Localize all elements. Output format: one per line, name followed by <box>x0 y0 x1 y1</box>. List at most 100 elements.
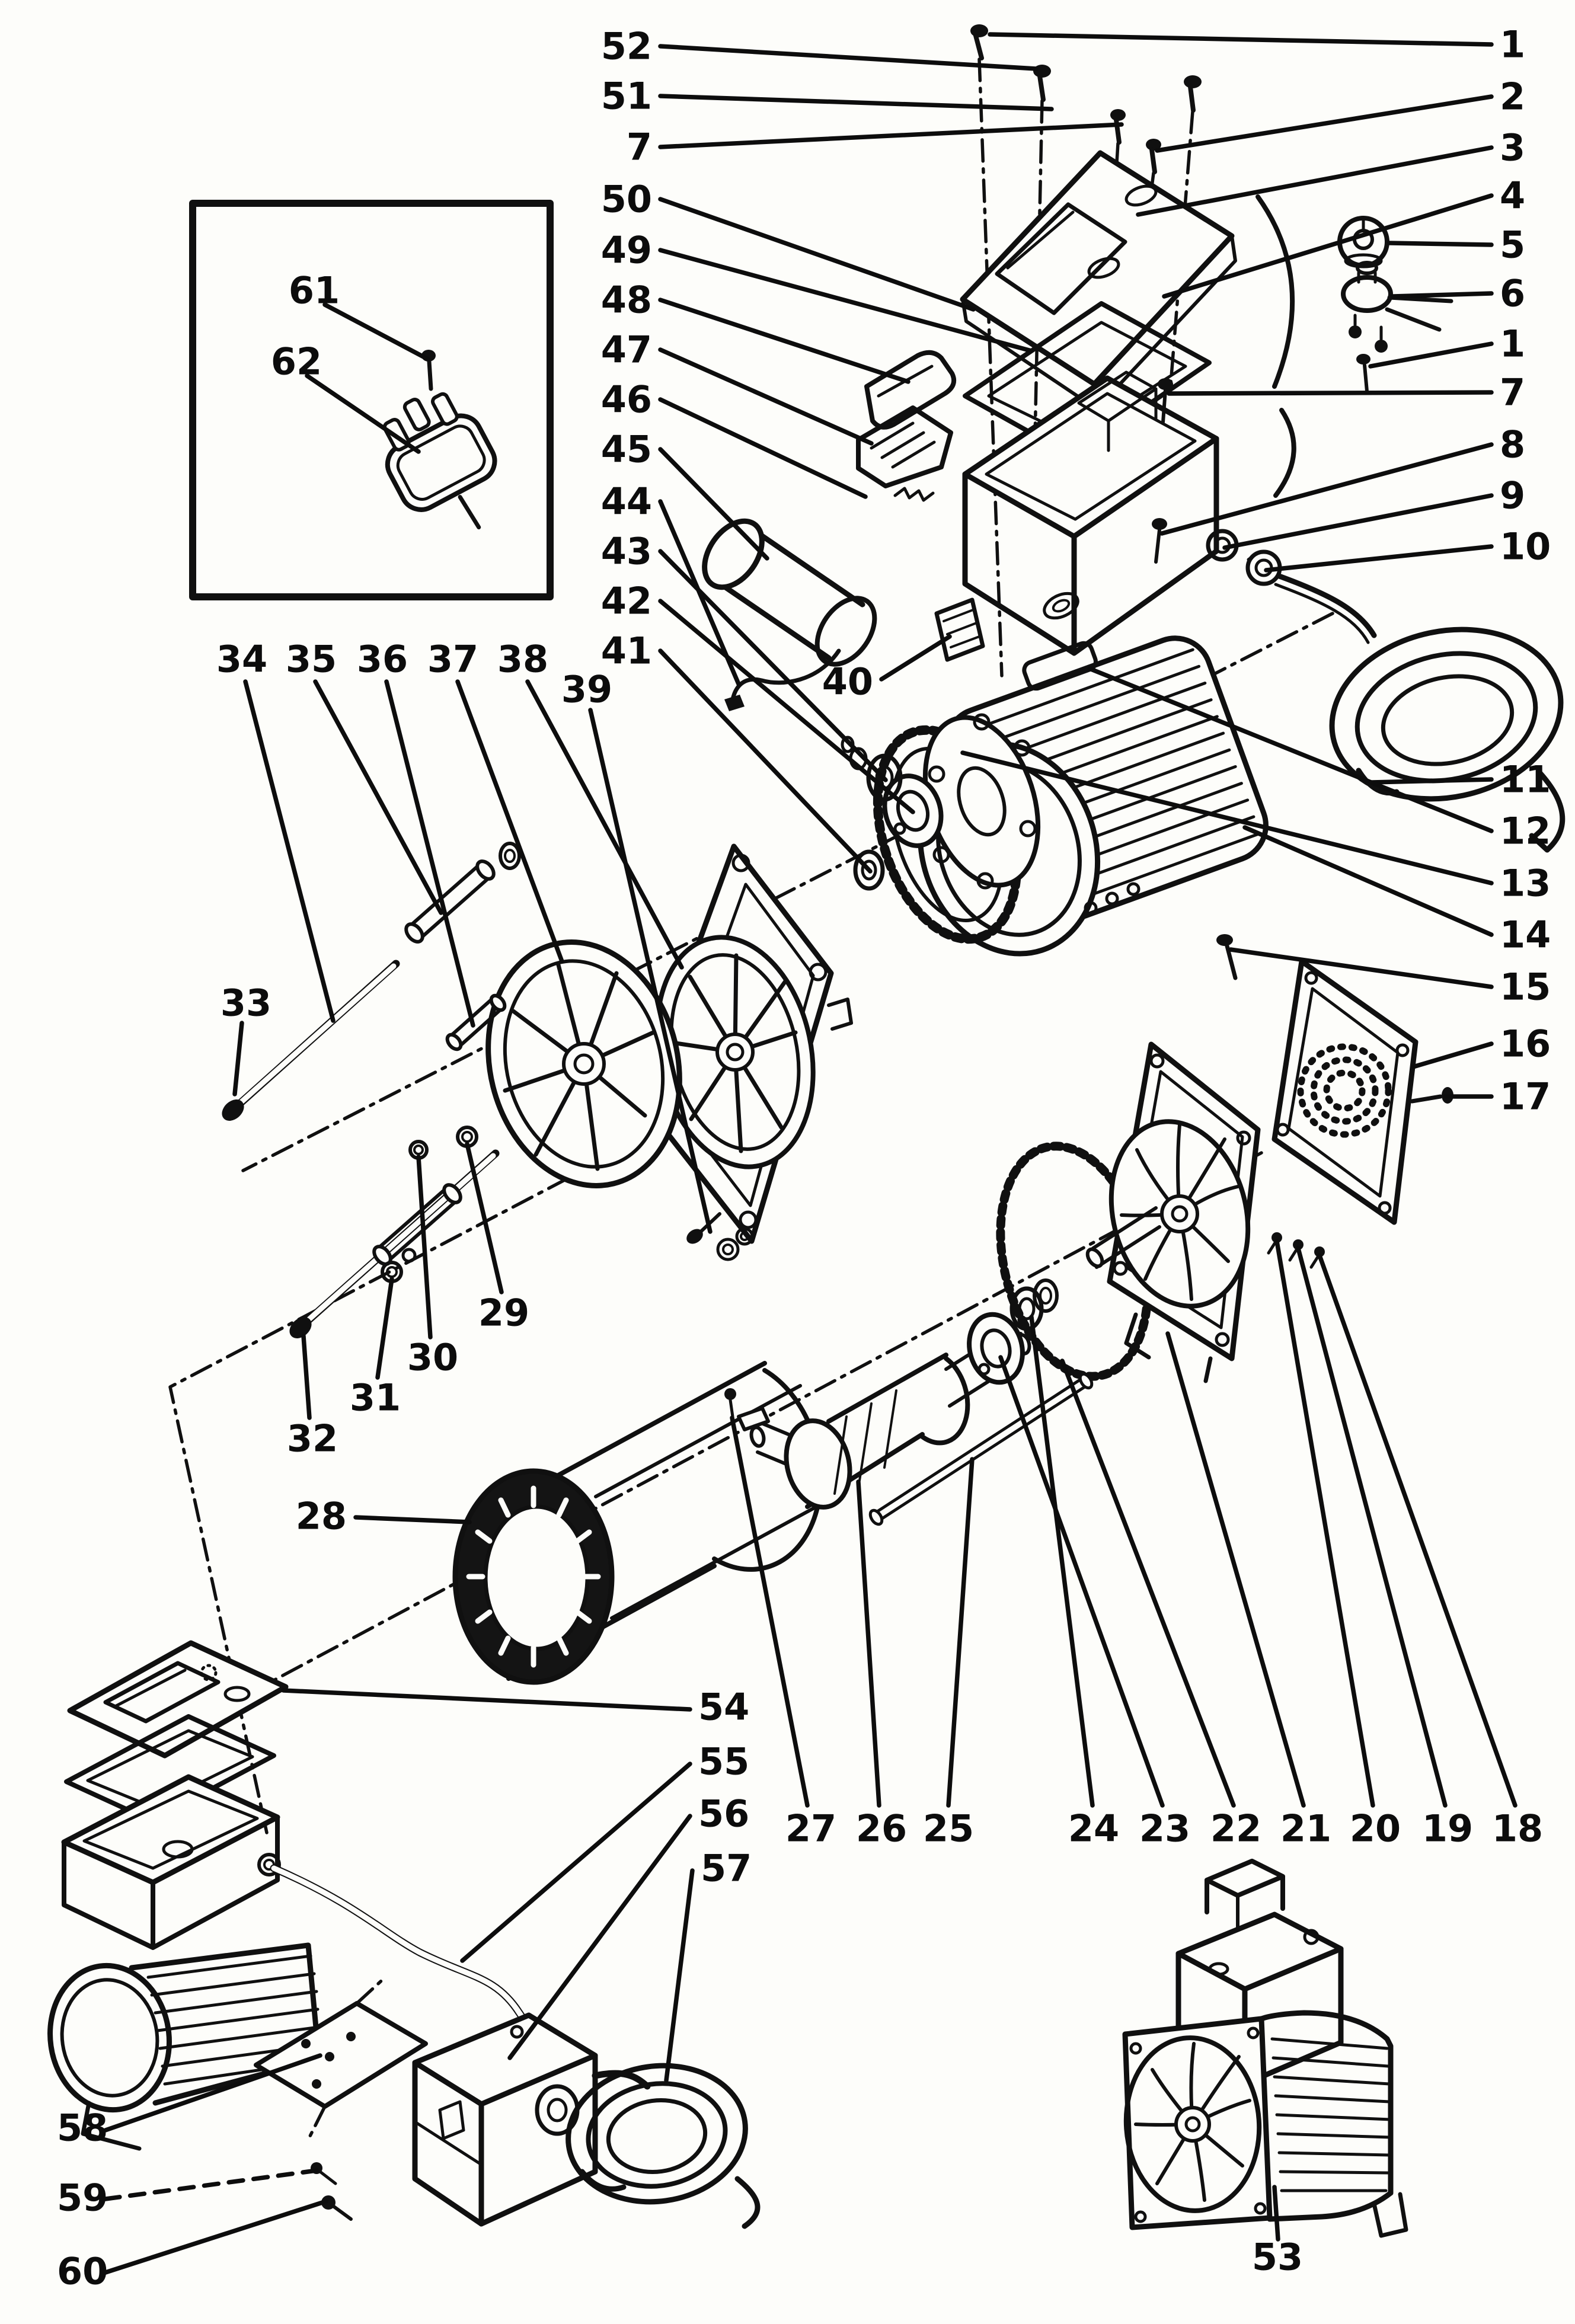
terminal-box-base <box>962 370 1219 656</box>
callout-label-57: 57 <box>701 1847 752 1890</box>
leader-line-53 <box>1272 2185 1280 2242</box>
leader-line-58 <box>103 2053 322 2133</box>
leader-line-29 <box>465 1142 504 1294</box>
callout-label-54: 54 <box>698 1686 749 1729</box>
leader-line-25 <box>946 1457 975 1808</box>
line-art <box>47 24 1566 2238</box>
tie-rod <box>868 1372 1094 1526</box>
leader-line-35 <box>313 679 443 915</box>
leader-line-34 <box>243 679 336 1023</box>
callout-label-22: 22 <box>1210 1807 1261 1850</box>
callout-label-25: 25 <box>923 1807 974 1850</box>
toothed-ring-and-flange <box>873 713 1041 944</box>
rear-bracket-fan <box>1085 1041 1325 1383</box>
leader-line-59 <box>103 2168 319 2201</box>
leader-line-15 <box>1228 947 1494 989</box>
callout-label-48: 48 <box>601 279 652 322</box>
leader-line-46 <box>658 397 868 499</box>
callout-label-12: 12 <box>1500 810 1551 853</box>
leader-line-4 <box>1162 193 1494 299</box>
callout-label-49: 49 <box>601 229 652 272</box>
leader-line-1 <box>988 32 1494 47</box>
callout-label-7: 7 <box>627 126 652 169</box>
terminal-plate <box>934 597 985 662</box>
callout-label-43: 43 <box>601 530 652 573</box>
callout-label-32: 32 <box>287 1417 338 1460</box>
stator <box>452 1361 823 1685</box>
callout-label-19: 19 <box>1422 1807 1473 1850</box>
leader-line-36 <box>384 679 475 1028</box>
leader-line-57 <box>664 1868 695 2083</box>
leader-line-13 <box>960 750 1494 886</box>
leader-line-5 <box>1387 241 1494 247</box>
leader-line-14 <box>1242 825 1494 937</box>
leader-line-21 <box>1165 1331 1306 1808</box>
callout-label-24: 24 <box>1068 1807 1119 1850</box>
callout-label-15: 15 <box>1500 966 1551 1009</box>
callout-label-58: 58 <box>57 2106 108 2150</box>
callout-label-3: 3 <box>1500 126 1525 170</box>
callout-label-2: 2 <box>1500 75 1525 119</box>
callout-label-40: 40 <box>822 660 873 704</box>
callout-label-38: 38 <box>497 638 548 681</box>
callout-label-29: 29 <box>478 1292 529 1335</box>
leader-line-33 <box>232 1021 244 1097</box>
callout-label-33: 33 <box>221 982 271 1025</box>
callout-label-36: 36 <box>357 638 408 681</box>
callout-label-34: 34 <box>216 638 267 681</box>
callout-label-1: 1 <box>1500 322 1525 366</box>
callout-label-55: 55 <box>698 1740 749 1783</box>
leader-line-31 <box>375 1277 394 1380</box>
leader-line-60 <box>103 2199 328 2275</box>
assembled-motor-right <box>1122 1859 1408 2238</box>
callout-label-10: 10 <box>1500 525 1551 568</box>
callout-label-35: 35 <box>286 638 337 681</box>
leader-line-11 <box>1369 777 1494 785</box>
leader-line-26 <box>856 1479 881 1808</box>
callout-label-21: 21 <box>1280 1807 1331 1850</box>
thermal-protector <box>856 350 956 502</box>
leader-line-7 <box>658 122 1124 149</box>
callout-label-44: 44 <box>601 480 652 523</box>
leader-line-54 <box>281 1688 692 1712</box>
callout-label-18: 18 <box>1492 1807 1543 1850</box>
leader-line-56 <box>507 1814 692 2060</box>
callout-label-60: 60 <box>57 2250 108 2293</box>
leader-line-20 <box>1274 1239 1375 1808</box>
leader-line-16 <box>1411 1041 1494 1069</box>
leader-line-30 <box>416 1155 433 1340</box>
leader-line-3 <box>1136 145 1494 217</box>
callout-label-26: 26 <box>856 1807 907 1850</box>
callout-label-45: 45 <box>601 428 652 471</box>
leader-line-19 <box>1296 1246 1448 1808</box>
callout-label-20: 20 <box>1350 1807 1401 1850</box>
leader-line-9 <box>1222 493 1494 550</box>
leader-line-18 <box>1317 1253 1518 1808</box>
rear-bearing-washers <box>967 1278 1059 1385</box>
leader-line-32 <box>301 1334 312 1420</box>
callout-label-13: 13 <box>1500 862 1551 905</box>
leader-line-47 <box>658 347 874 446</box>
fan-impeller <box>485 939 682 1188</box>
leader-line-37 <box>455 679 564 964</box>
callout-label-7: 7 <box>1500 371 1525 414</box>
callout-label-61: 61 <box>289 269 340 312</box>
leader-line-39 <box>588 708 713 1234</box>
callout-label-31: 31 <box>350 1376 401 1420</box>
callout-label-47: 47 <box>601 328 652 372</box>
leader-line-51 <box>658 94 1054 111</box>
inset-plug-box <box>189 200 554 600</box>
leader-line-41 <box>658 648 873 874</box>
mains-plug <box>382 392 497 530</box>
leader-line-2 <box>1155 94 1494 153</box>
leader-line-38 <box>525 679 684 970</box>
callout-label-41: 41 <box>601 629 652 673</box>
through-bolts <box>222 842 754 1338</box>
callout-label-5: 5 <box>1500 223 1525 267</box>
callout-label-30: 30 <box>407 1336 458 1379</box>
leader-line-22 <box>1060 1358 1236 1808</box>
rear-grille-cover <box>1216 934 1453 1225</box>
